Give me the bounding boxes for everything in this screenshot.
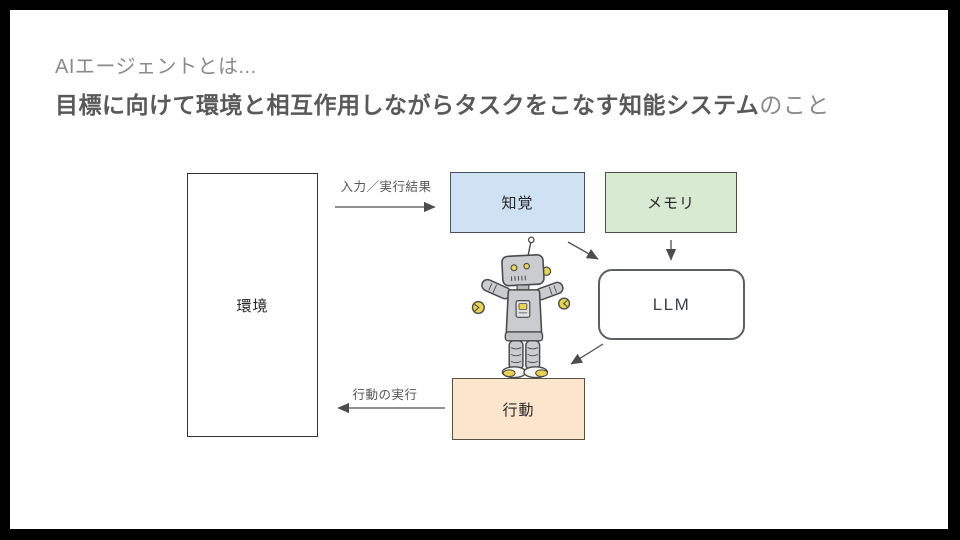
title-line2-emphasis: 目標に向けて環境と相互作用しながらタスクをこなす知能システム [55,92,760,118]
title-line2-suffix: のこと [759,92,830,118]
memory-label: メモリ [646,195,695,212]
perception-label: 知覚 [501,195,534,212]
llm-label: LLM [652,294,691,314]
slide-canvas: AIエージェントとは... 目標に向けて環境と相互作用しながらタスクをこなす知能… [10,10,948,529]
agent-diagram: 環境 知覚 メモリ LLM 行動 入力／実行結果 行動の実行 [10,10,948,529]
diagram-arrows [335,201,677,414]
environment-label: 環境 [236,297,269,315]
arrow-llm-to-action [570,343,604,365]
arrow-perception-to-llm [567,241,599,260]
llm-box: LLM [598,269,745,340]
action-box: 行動 [452,378,585,440]
memory-box: メモリ [605,172,737,233]
title-line2: 目標に向けて環境と相互作用しながらタスクをこなす知能システムのこと [55,86,830,120]
action-label: 行動 [502,401,535,419]
action-arrow-label: 行動の実行 [352,388,418,402]
title-line1: AIエージェントとは... [55,56,257,78]
input-arrow-label: 入力／実行結果 [340,180,432,194]
robot-icon [471,236,571,379]
title-block: AIエージェントとは... 目標に向けて環境と相互作用しながらタスクをこなす知能… [55,50,830,120]
perception-box: 知覚 [450,172,585,233]
environment-box: 環境 [187,173,318,437]
